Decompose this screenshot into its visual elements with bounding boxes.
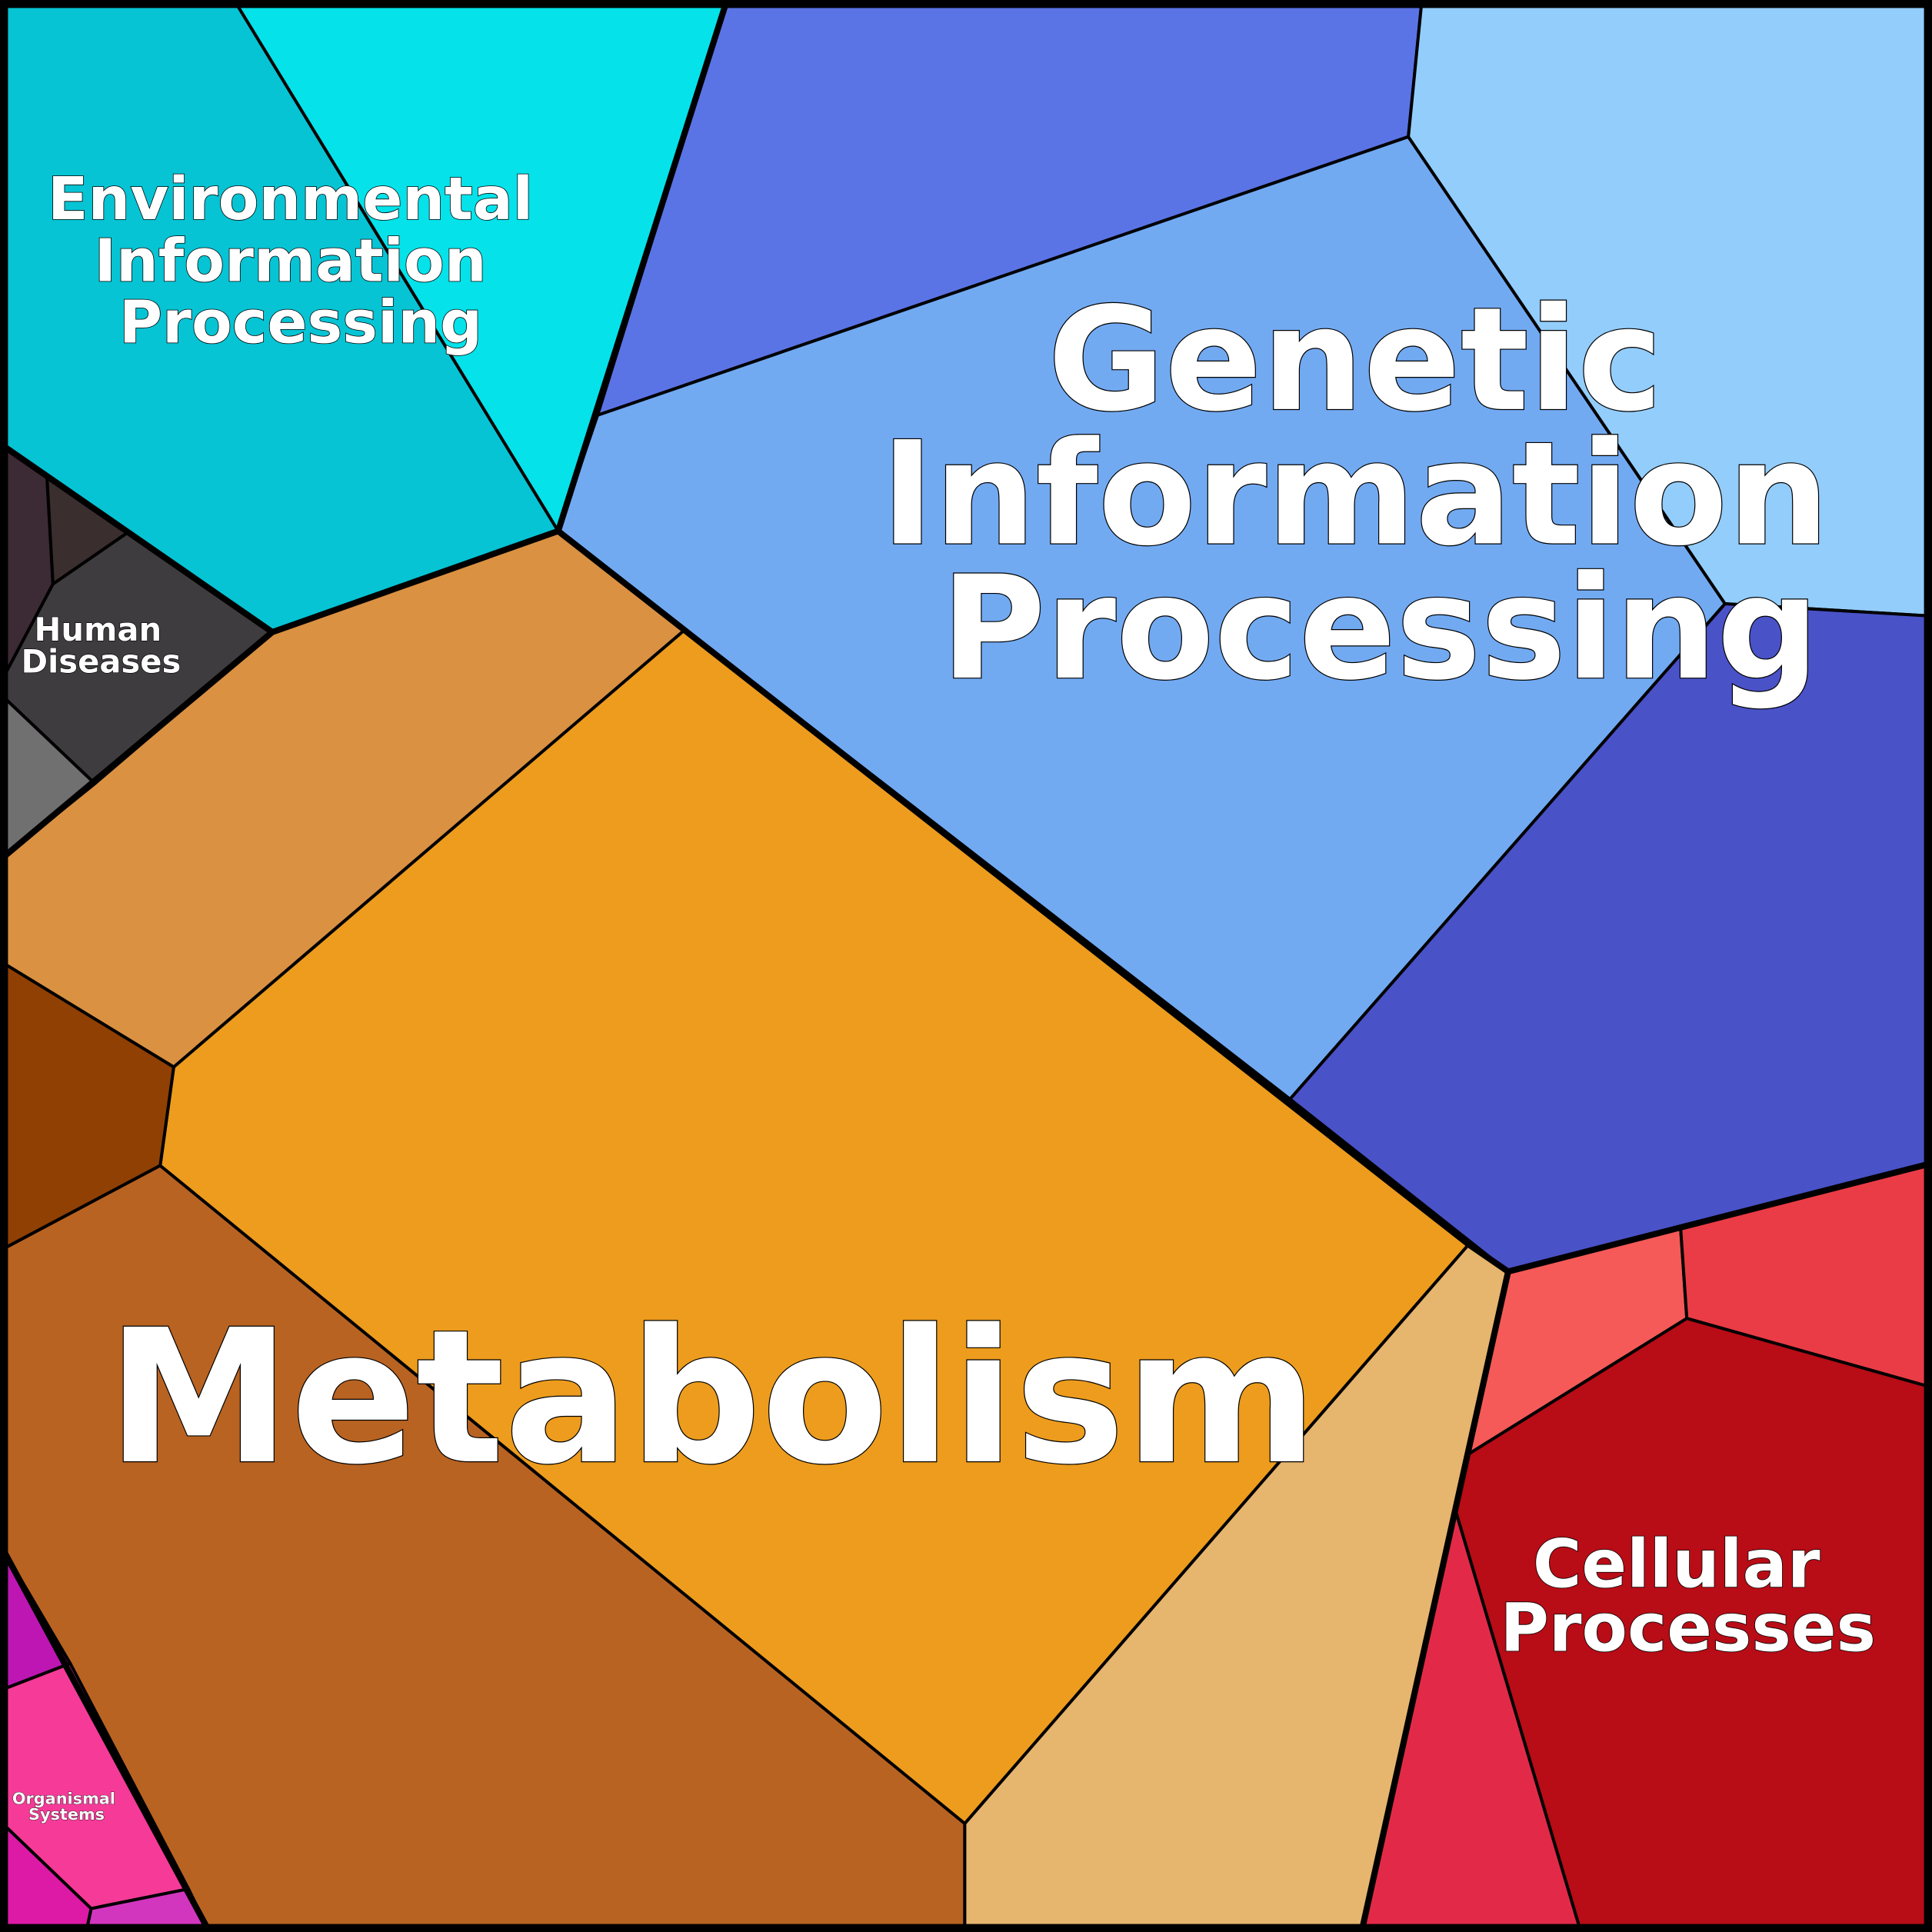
group-boundary — [0, 1541, 213, 1932]
label-line: Environmental — [48, 165, 533, 234]
label-line: Information — [94, 227, 486, 295]
label-line: Human — [35, 611, 162, 648]
label-line: Processes — [1501, 1591, 1877, 1667]
label-line: Organismal — [12, 1789, 115, 1807]
group-human-diseases — [0, 441, 275, 862]
group-boundary — [0, 628, 276, 864]
group-cellular — [1360, 1161, 1932, 1932]
label-genetic: Genetic Information Processing — [881, 277, 1879, 711]
group-metabolism — [0, 529, 1510, 1932]
group-boundary — [1358, 1268, 1511, 1932]
group-boundary — [0, 0, 731, 635]
label-organismal: Organismal Systems — [12, 1789, 121, 1824]
label-line: Processing — [941, 545, 1819, 711]
label-line: Systems — [28, 1805, 105, 1824]
label-cellular: Cellular Processes — [1501, 1526, 1877, 1667]
label-environmental: Environmental Information Processing — [48, 165, 554, 357]
label-line: Processing — [119, 288, 482, 357]
label-line: Metabolism — [107, 1290, 1317, 1505]
label-line: Cellular — [1533, 1526, 1820, 1603]
label-line: Diseases — [21, 643, 181, 681]
label-line: Genetic — [1048, 277, 1663, 443]
group-boundary — [555, 528, 1932, 1275]
label-metabolism: Metabolism — [107, 1290, 1317, 1505]
cell-organismal-3 — [0, 1819, 93, 1932]
group-genetic — [556, 0, 1932, 1274]
cell-metabolism-4 — [0, 1164, 967, 1932]
label-human-diseases: Human Diseases — [21, 611, 181, 681]
label-line: Information — [881, 411, 1829, 578]
